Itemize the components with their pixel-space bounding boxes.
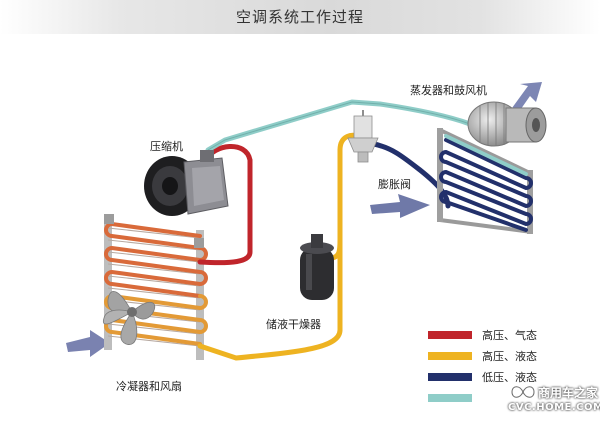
label-compressor: 压缩机	[150, 140, 183, 153]
label-evaporator: 蒸发器和鼓风机	[410, 84, 487, 97]
receiver-drier	[300, 234, 334, 300]
pipe-low-pressure-liquid	[371, 141, 451, 209]
legend-label: 高压、气态	[482, 329, 537, 342]
label-expansion-valve: 膨胀阀	[378, 178, 411, 191]
legend-swatch	[428, 352, 472, 360]
label-receiver-drier: 储液干燥器	[266, 318, 321, 331]
watermark: 商用车之家 CVC.HOME.COM	[508, 383, 600, 417]
legend-swatch	[428, 331, 472, 339]
title-bar	[0, 0, 600, 34]
legend-swatch	[428, 373, 472, 381]
legend-swatch	[428, 394, 472, 402]
condenser	[104, 214, 208, 360]
compressor	[144, 150, 229, 216]
diagram-title: 空调系统工作过程	[235, 8, 364, 26]
airflow-arrow-expansion	[370, 194, 430, 218]
legend-label: 低压、液态	[482, 371, 537, 384]
label-condenser: 冷凝器和风扇	[116, 380, 182, 393]
watermark-logo-icon	[510, 385, 536, 399]
blower-motor	[467, 101, 547, 147]
pipe-high-pressure-gas	[197, 144, 253, 266]
legend-label: 高压、液态	[482, 350, 537, 363]
evaporator	[437, 128, 533, 234]
watermark-text-top: 商用车之家	[538, 386, 599, 400]
expansion-valve	[347, 110, 379, 163]
watermark-text-bottom: CVC.HOME.COM	[508, 402, 600, 413]
airflow-arrow-condenser-in	[66, 330, 110, 357]
condenser-fan	[102, 291, 156, 345]
